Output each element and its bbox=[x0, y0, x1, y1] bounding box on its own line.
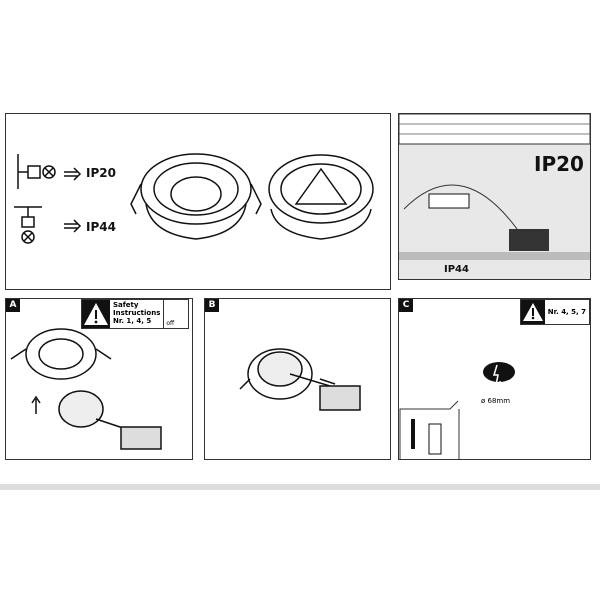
bottom-divider bbox=[0, 484, 600, 490]
power-off-icon: off bbox=[163, 300, 188, 328]
ip44-label: IP44 bbox=[86, 220, 116, 234]
safety-title-2: Instructions bbox=[113, 309, 161, 317]
overview-panel: IP20 IP44 bbox=[5, 113, 391, 290]
ip-rating-illustration bbox=[14, 153, 374, 244]
ceiling-panel: IP20 IP44 bbox=[398, 113, 591, 280]
step-c-tag: C bbox=[399, 299, 413, 312]
off-label: off bbox=[166, 320, 175, 327]
safety-refs: Nr. 1, 4, 5 bbox=[113, 317, 152, 325]
warning-icon bbox=[82, 300, 110, 328]
hole-saw-illustration bbox=[399, 362, 515, 459]
step-b-illustration bbox=[239, 348, 361, 411]
step-c-panel: C Nr. 4, 5, 7 ø 68mm bbox=[398, 298, 591, 460]
safety-box-c: Nr. 4, 5, 7 bbox=[519, 299, 590, 325]
safety-refs-c: Nr. 4, 5, 7 bbox=[547, 308, 586, 316]
warning-icon bbox=[520, 300, 545, 324]
ip20-label: IP20 bbox=[86, 166, 116, 180]
step-a-tag: A bbox=[6, 299, 20, 312]
ceiling-ip44-label: IP44 bbox=[444, 264, 469, 275]
step-b-tag: B bbox=[205, 299, 219, 312]
ceiling-illustration bbox=[399, 114, 590, 260]
safety-title-1: Safety bbox=[113, 301, 139, 309]
diameter-label: ø 68mm bbox=[481, 397, 511, 405]
step-b-panel: B bbox=[204, 298, 391, 460]
ceiling-ip20-label: IP20 bbox=[534, 152, 584, 176]
